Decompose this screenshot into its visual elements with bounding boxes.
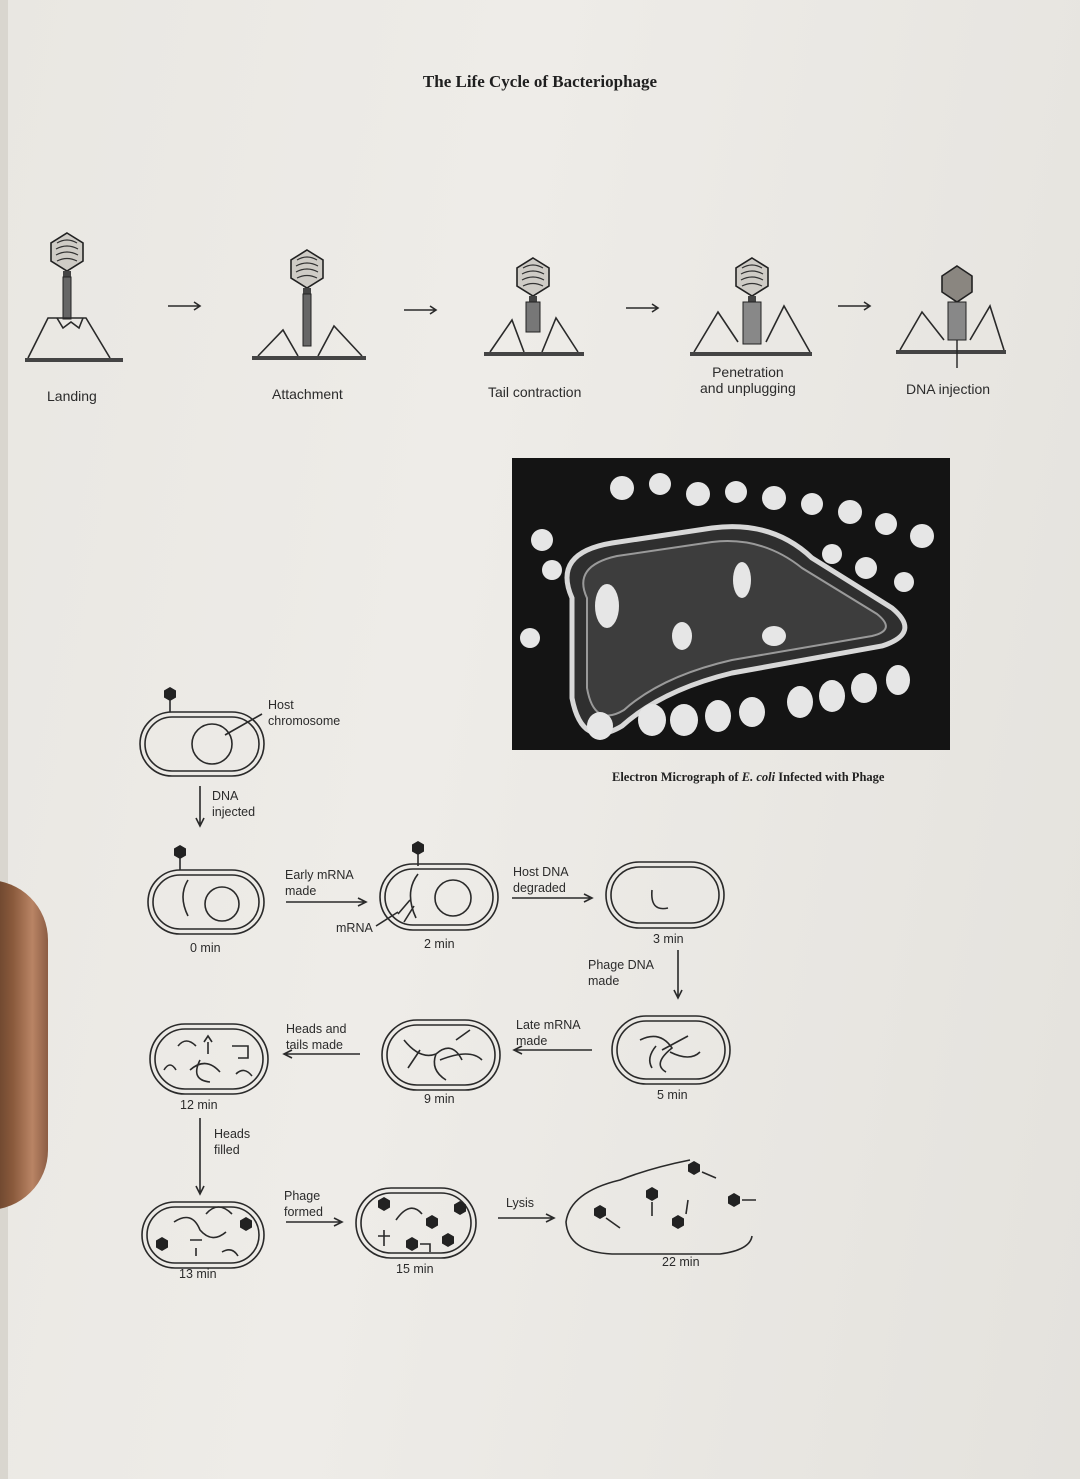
cell-15-min bbox=[355, 1187, 477, 1259]
stage-arrow-3 bbox=[626, 303, 660, 313]
cell-12-min bbox=[149, 1023, 269, 1095]
page-title: The Life Cycle of Bacteriophage bbox=[422, 72, 658, 91]
cell-13-min bbox=[141, 1201, 265, 1269]
stage-arrow-1 bbox=[168, 301, 202, 311]
micrograph-caption-text-end: Infected with Phage bbox=[775, 770, 885, 784]
time-3-min: 3 min bbox=[653, 932, 684, 946]
label-late-mrna: Late mRNA made bbox=[516, 1017, 581, 1049]
label-heads-filled: Heads filled bbox=[214, 1126, 250, 1158]
stage-label-attachment: Attachment bbox=[272, 386, 343, 402]
stage-label-penetration-line2: and unplugging bbox=[700, 380, 796, 396]
cell-0-min bbox=[147, 845, 265, 935]
label-phage-formed-line2: formed bbox=[284, 1205, 323, 1219]
stage-tail-contraction-illustration bbox=[484, 257, 584, 356]
label-phage-dna-made: Phage DNA made bbox=[588, 957, 654, 989]
electron-micrograph bbox=[512, 458, 950, 750]
label-heads-filled-line2: filled bbox=[214, 1143, 240, 1157]
micrograph-caption-species: E. coli bbox=[741, 770, 776, 784]
label-early-mrna: Early mRNA made bbox=[285, 867, 354, 899]
stage-label-tail-contraction: Tail contraction bbox=[488, 384, 582, 400]
time-15-min: 15 min bbox=[396, 1262, 434, 1276]
stage-label-penetration: Penetration and unplugging bbox=[700, 364, 796, 396]
cell-host-chromosome bbox=[139, 687, 265, 777]
cell-3-min bbox=[605, 861, 725, 929]
stage-label-penetration-line1: Penetration bbox=[712, 364, 784, 380]
arrow-lysis bbox=[498, 1213, 556, 1223]
stage-label-landing: Landing bbox=[47, 388, 97, 404]
time-0-min: 0 min bbox=[190, 941, 221, 955]
arrow-early-mrna bbox=[286, 897, 368, 907]
thumb bbox=[0, 880, 48, 1210]
label-dna-injected-line1: DNA bbox=[212, 789, 239, 803]
stage-arrow-4 bbox=[838, 301, 872, 311]
micrograph-image bbox=[512, 458, 950, 750]
label-phage-dna-made-line2: made bbox=[588, 974, 620, 988]
cell-5-min bbox=[611, 1015, 731, 1085]
label-heads-filled-line1: Heads bbox=[214, 1127, 251, 1141]
label-lysis: Lysis bbox=[506, 1196, 535, 1210]
time-9-min: 9 min bbox=[424, 1092, 455, 1106]
label-early-mrna-line1: Early mRNA bbox=[285, 868, 354, 882]
arrow-heads-tails bbox=[282, 1049, 360, 1059]
micrograph-caption-text: Electron Micrograph of bbox=[612, 770, 742, 784]
label-heads-tails-line2: tails made bbox=[286, 1038, 343, 1052]
stage-dna-injection-illustration bbox=[896, 265, 1006, 368]
label-early-mrna-line2: made bbox=[285, 884, 317, 898]
label-host-dna-degraded-line1: Host DNA bbox=[513, 865, 569, 879]
label-late-mrna-line2: made bbox=[516, 1034, 548, 1048]
time-12-min: 12 min bbox=[180, 1098, 218, 1112]
label-phage-dna-made-line1: Phage DNA bbox=[588, 958, 655, 972]
time-5-min: 5 min bbox=[657, 1088, 688, 1102]
label-host-dna-degraded: Host DNA degraded bbox=[513, 864, 569, 896]
label-dna-injected-line2: injected bbox=[212, 805, 256, 819]
stage-label-dna-injection: DNA injection bbox=[906, 381, 991, 397]
arrow-phage-dna-made bbox=[673, 950, 683, 1000]
time-13-min: 13 min bbox=[179, 1267, 217, 1281]
label-host-chromosome: Host chromosome bbox=[268, 697, 340, 729]
stage-penetration-illustration bbox=[690, 257, 812, 356]
cell-9-min bbox=[381, 1019, 501, 1091]
stage-attachment-illustration bbox=[252, 249, 366, 360]
arrow-phage-formed bbox=[286, 1217, 344, 1227]
label-heads-tails: Heads and tails made bbox=[286, 1021, 346, 1053]
label-mrna: mRNA bbox=[336, 921, 373, 935]
label-heads-tails-line1: Heads and bbox=[286, 1022, 347, 1036]
micrograph-caption: Electron Micrograph of E. coli Infected … bbox=[612, 770, 884, 785]
time-2-min: 2 min bbox=[424, 937, 455, 951]
time-22-min: 22 min bbox=[662, 1255, 700, 1269]
arrow-heads-filled bbox=[195, 1118, 205, 1196]
label-host-chromosome-line1: Host bbox=[268, 698, 294, 712]
label-phage-formed-line1: Phage bbox=[284, 1189, 321, 1203]
cell-22-min-lysed bbox=[565, 1159, 756, 1255]
arrow-dna-injected bbox=[195, 786, 205, 828]
stage-arrow-2 bbox=[404, 305, 438, 315]
arrow-late-mrna bbox=[512, 1045, 592, 1055]
cell-2-min bbox=[375, 841, 499, 931]
arrow-host-dna-degraded bbox=[512, 893, 594, 903]
label-host-chromosome-line2: chromosome bbox=[268, 714, 341, 728]
label-late-mrna-line1: Late mRNA bbox=[516, 1018, 581, 1032]
label-dna-injected: DNA injected bbox=[212, 788, 255, 820]
label-phage-formed: Phage formed bbox=[284, 1188, 323, 1220]
label-host-dna-degraded-line2: degraded bbox=[513, 881, 566, 895]
stage-landing-illustration bbox=[25, 232, 123, 362]
